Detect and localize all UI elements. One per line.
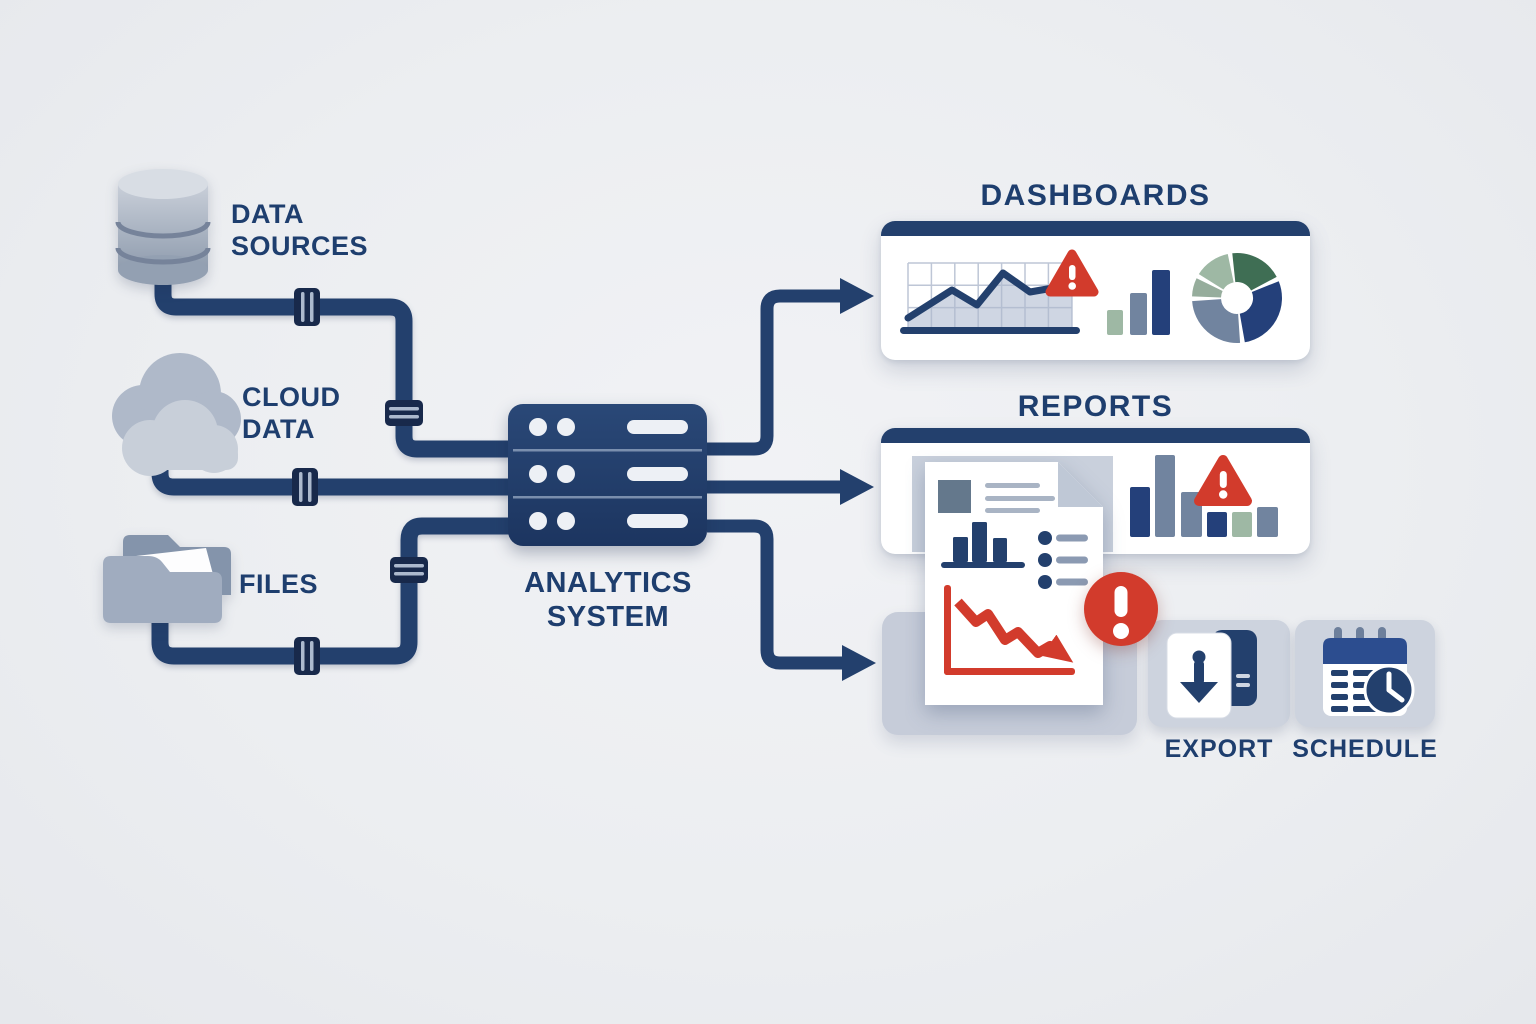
pipe-files xyxy=(151,517,510,665)
analytics-system-label-line1: ANALYTICS xyxy=(524,567,692,599)
calendar-clock-icon xyxy=(1323,627,1415,716)
data-sources-label-line2: SOURCES xyxy=(231,231,369,261)
data-sources-label: DATA SOURCES xyxy=(231,198,368,262)
analytics-system-label: ANALYTICS SYSTEM xyxy=(498,566,718,634)
dashboards-title: DASHBOARDS xyxy=(980,179,1211,212)
pipe-coupling xyxy=(292,468,318,506)
server-icon xyxy=(508,404,707,546)
dashboards-panel xyxy=(881,221,1310,360)
arrow-to-dashboards xyxy=(707,278,874,456)
export-label: EXPORT xyxy=(1164,735,1274,763)
reports-charts xyxy=(912,455,1278,552)
schedule-label: SCHEDULE xyxy=(1292,735,1438,763)
bar-chart-icon xyxy=(1130,455,1278,537)
warning-triangle-icon xyxy=(1194,455,1252,506)
arrow-to-reports xyxy=(707,469,874,505)
data-sources-label-line1: DATA xyxy=(231,199,304,229)
pipe-couplings xyxy=(292,288,428,675)
pipe-coupling xyxy=(385,400,423,426)
donut-chart-icon xyxy=(1192,253,1282,343)
dashboards-charts xyxy=(900,249,1282,343)
reports-title: REPORTS xyxy=(1017,390,1174,423)
cloud-data-label-line2: DATA xyxy=(242,414,315,444)
files-label: FILES xyxy=(239,568,318,600)
dashboards-header-bar xyxy=(881,221,1310,236)
arrow-to-trend-report xyxy=(707,519,876,681)
schedule-button[interactable] xyxy=(1295,620,1435,727)
export-icon xyxy=(1166,630,1257,719)
pipe-coupling xyxy=(294,637,320,675)
cloud-data-label-line1: CLOUD xyxy=(242,382,341,412)
files-label-line1: FILES xyxy=(239,569,319,599)
cloud-icon xyxy=(112,353,241,476)
folder-icon xyxy=(103,535,231,623)
analytics-system-label-line2: SYSTEM xyxy=(546,601,670,633)
output-arrows xyxy=(707,278,876,681)
pipe-coupling xyxy=(294,288,320,326)
bar-chart-icon xyxy=(1107,270,1170,335)
line-chart-icon xyxy=(900,262,1080,334)
warning-triangle-icon xyxy=(1045,249,1099,297)
document-backdrop xyxy=(912,456,1113,552)
trend-report-panel xyxy=(882,612,1137,735)
database-icon xyxy=(115,169,211,285)
reports-panel xyxy=(881,428,1310,554)
pipe-coupling xyxy=(390,557,428,583)
pipe-database xyxy=(154,280,510,458)
cloud-data-label: CLOUD DATA xyxy=(242,381,341,445)
export-button[interactable] xyxy=(1148,620,1290,727)
reports-header-bar xyxy=(881,428,1310,443)
